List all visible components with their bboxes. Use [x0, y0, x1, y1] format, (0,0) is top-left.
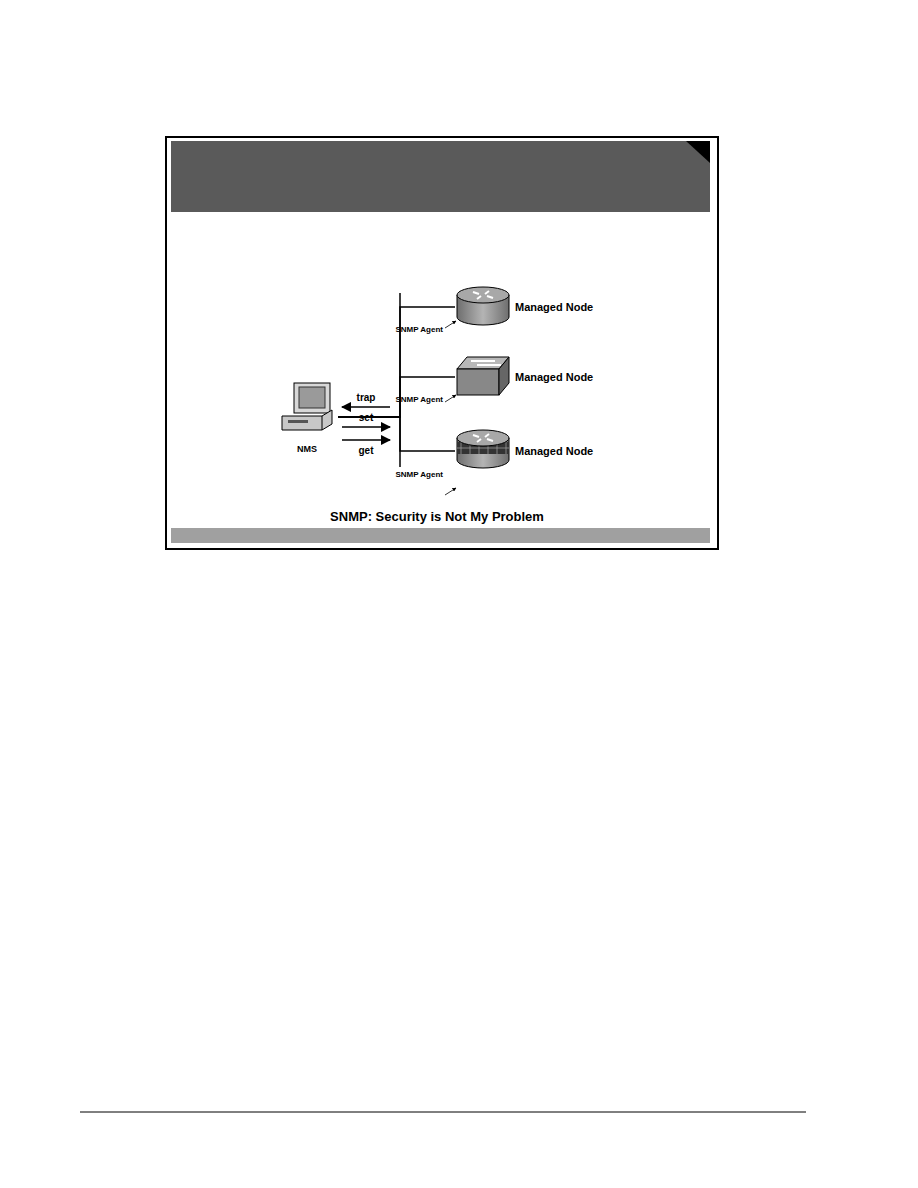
- network-link: [338, 307, 455, 417]
- agent-label: SNMP Agent: [395, 325, 443, 334]
- agent-label: SNMP Agent: [395, 470, 443, 479]
- network-link: [338, 377, 455, 417]
- node-label: Managed Node: [515, 371, 593, 383]
- trap-arrow: [342, 406, 390, 408]
- leader-line: [445, 488, 456, 495]
- message-label: set: [359, 412, 373, 423]
- get-arrow: [342, 439, 390, 441]
- leader-line: [445, 321, 456, 328]
- slide-frame: [166, 137, 718, 549]
- set-arrow: [342, 426, 390, 428]
- node-label: Managed Node: [515, 301, 593, 313]
- corner-triangle: [686, 141, 710, 163]
- page-rule: [80, 1112, 806, 1113]
- managed-node: Managed NodeSNMP Agent: [455, 285, 605, 329]
- leader-line: [445, 395, 456, 402]
- nms-station: NMS: [278, 380, 336, 458]
- message-label: trap: [357, 392, 376, 403]
- network-link: [338, 417, 455, 451]
- message-label: get: [359, 445, 374, 456]
- managed-node: Managed NodeSNMP Agent: [455, 355, 605, 399]
- node-label: NMS: [297, 444, 317, 454]
- managed-node: Managed NodeSNMP Agent: [455, 428, 605, 474]
- switch-icon: [455, 355, 515, 435]
- agent-label: SNMP Agent: [395, 395, 443, 404]
- bottom-band: [171, 528, 710, 543]
- node-label: Managed Node: [515, 445, 593, 457]
- title-band: [171, 141, 710, 212]
- firewall-icon: [455, 428, 515, 508]
- caption: SNMP: Security is Not My Problem: [330, 509, 544, 524]
- router-icon: [455, 285, 515, 365]
